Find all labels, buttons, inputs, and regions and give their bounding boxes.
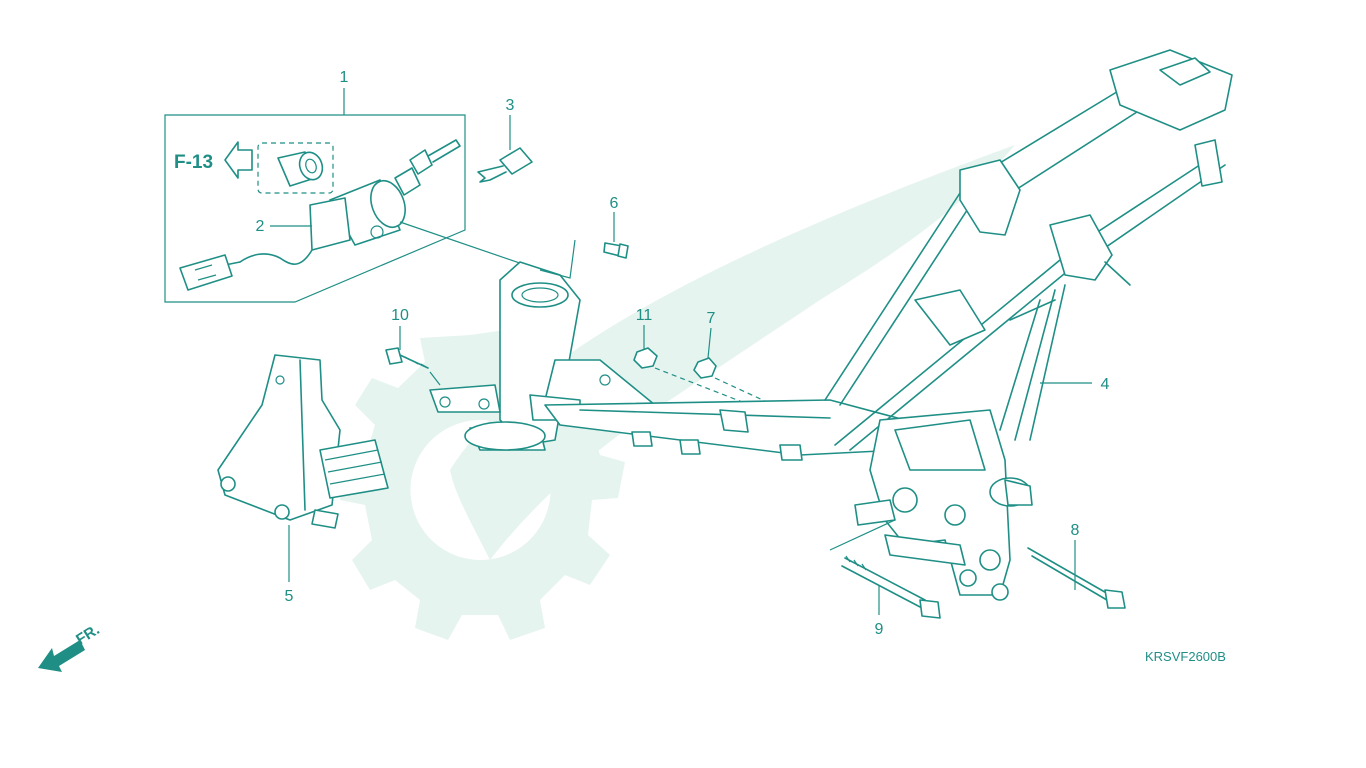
watermark-wing bbox=[450, 145, 1015, 560]
callout-8: 8 bbox=[1071, 522, 1080, 539]
callout-3: 3 bbox=[506, 97, 515, 114]
callout-10: 10 bbox=[391, 307, 409, 324]
callout-9: 9 bbox=[875, 621, 884, 638]
key-part-icon bbox=[477, 147, 533, 183]
callout-11: 11 bbox=[636, 307, 653, 324]
bolt-part-10-icon bbox=[385, 347, 429, 369]
callout-leaders bbox=[270, 88, 1092, 615]
callout-7: 7 bbox=[707, 310, 716, 327]
nut-part-11-icon bbox=[633, 347, 658, 369]
drawing-code: KRSVF2600B bbox=[1145, 649, 1226, 664]
bolt-part-9-icon bbox=[829, 519, 941, 619]
group-box bbox=[164, 114, 466, 303]
bolt-part-6-icon bbox=[603, 242, 629, 259]
bracket-part-5-icon bbox=[217, 354, 389, 529]
callout-1: 1 bbox=[340, 69, 349, 86]
main-frame-part-4 bbox=[429, 49, 1233, 601]
ignition-switch-icon bbox=[179, 139, 461, 291]
reference-label: F-13 bbox=[174, 152, 213, 173]
key-cylinder-icon bbox=[277, 151, 324, 187]
front-direction-arrow-icon bbox=[38, 640, 85, 672]
key-cylinder-box bbox=[257, 142, 334, 194]
ignition-switch-group bbox=[164, 114, 541, 303]
callout-2: 2 bbox=[256, 218, 265, 235]
leader-10-bracket bbox=[429, 371, 441, 386]
leader-6-bracket bbox=[539, 239, 576, 279]
callout-5: 5 bbox=[285, 588, 294, 605]
leader-line-to-frame bbox=[399, 221, 541, 271]
reference-arrow-icon bbox=[224, 141, 253, 179]
bolt-part-8-icon bbox=[1027, 547, 1126, 609]
nut-part-7-icon bbox=[693, 357, 717, 379]
callout-6: 6 bbox=[610, 195, 619, 212]
callout-4: 4 bbox=[1101, 376, 1110, 393]
